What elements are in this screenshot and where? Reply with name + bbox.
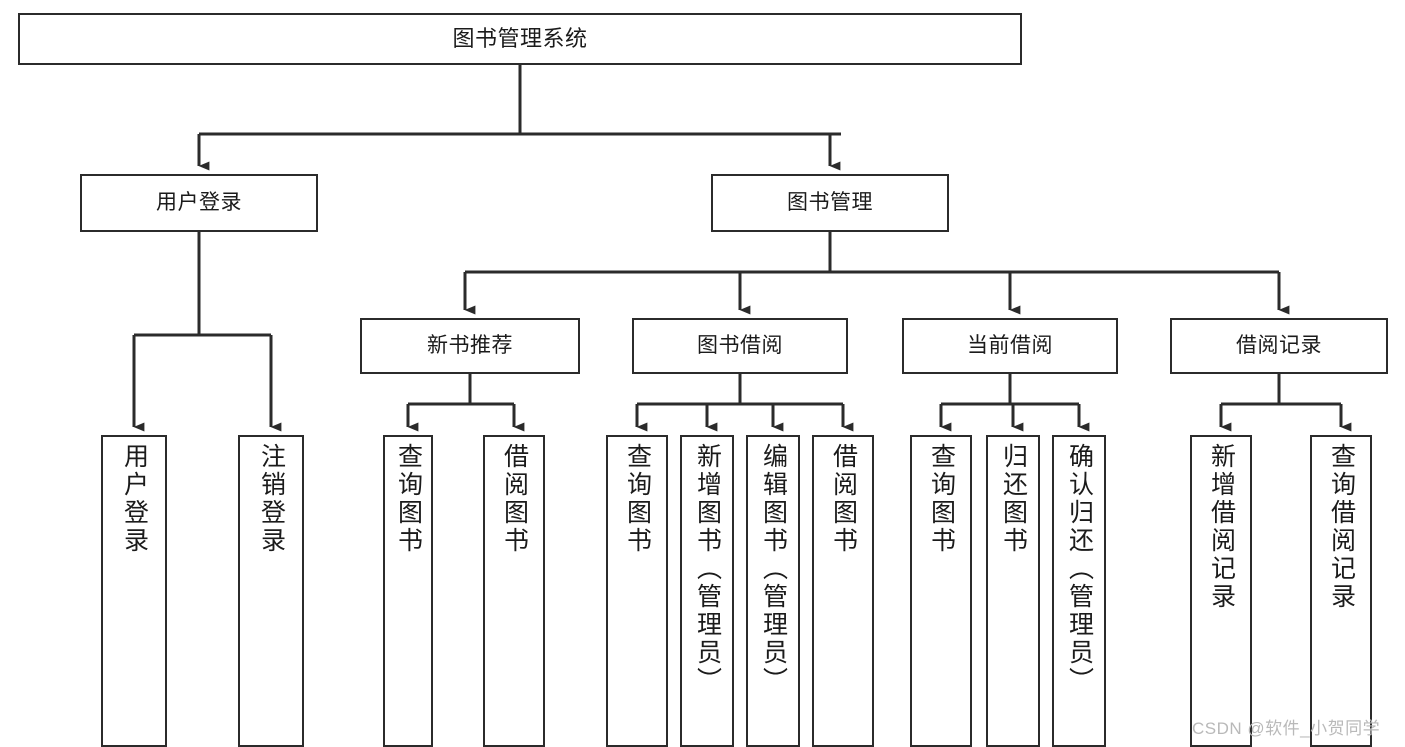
leaf-query-book-current[interactable]: 查询图书 <box>910 435 972 747</box>
leaf-add-book-admin[interactable]: 新增图书（管理员） <box>680 435 734 747</box>
node-user-login-label: 用户登录 <box>156 190 242 214</box>
leaf-edit-book-admin-label: 编辑图书（管理员） <box>759 443 788 695</box>
leaf-user-login[interactable]: 用户登录 <box>101 435 167 747</box>
leaf-query-book-borrow[interactable]: 查询图书 <box>606 435 668 747</box>
node-book-borrow-label: 图书借阅 <box>697 333 783 357</box>
node-root-label: 图书管理系统 <box>452 26 588 52</box>
leaf-confirm-return-admin-label: 确认归还（管理员） <box>1065 443 1094 695</box>
leaf-query-book-recommend[interactable]: 查询图书 <box>383 435 433 747</box>
leaf-add-borrow-record-label: 新增借阅记录 <box>1207 443 1236 611</box>
node-book-management[interactable]: 图书管理 <box>711 174 949 232</box>
leaf-query-borrow-record[interactable]: 查询借阅记录 <box>1310 435 1372 747</box>
leaf-borrow-book-recommend[interactable]: 借阅图书 <box>483 435 545 747</box>
leaf-query-book-current-label: 查询图书 <box>927 443 956 555</box>
node-current-borrow-label: 当前借阅 <box>967 333 1053 357</box>
leaf-borrow-book-recommend-label: 借阅图书 <box>500 443 529 555</box>
node-root[interactable]: 图书管理系统 <box>18 13 1022 65</box>
leaf-query-borrow-record-label: 查询借阅记录 <box>1327 443 1356 611</box>
leaf-add-borrow-record[interactable]: 新增借阅记录 <box>1190 435 1252 747</box>
leaf-borrow-book-label: 借阅图书 <box>829 443 858 555</box>
node-book-borrow[interactable]: 图书借阅 <box>632 318 848 374</box>
node-user-login[interactable]: 用户登录 <box>80 174 318 232</box>
node-new-book-recommend[interactable]: 新书推荐 <box>360 318 580 374</box>
leaf-user-login-label: 用户登录 <box>120 443 149 555</box>
node-book-management-label: 图书管理 <box>787 190 873 214</box>
leaf-add-book-admin-label: 新增图书（管理员） <box>693 443 722 695</box>
leaf-query-book-recommend-label: 查询图书 <box>394 443 423 555</box>
leaf-return-book-label: 归还图书 <box>999 443 1028 555</box>
leaf-logout[interactable]: 注销登录 <box>238 435 304 747</box>
node-borrow-record[interactable]: 借阅记录 <box>1170 318 1388 374</box>
leaf-confirm-return-admin[interactable]: 确认归还（管理员） <box>1052 435 1106 747</box>
node-new-book-recommend-label: 新书推荐 <box>427 333 513 357</box>
node-current-borrow[interactable]: 当前借阅 <box>902 318 1118 374</box>
leaf-query-book-borrow-label: 查询图书 <box>623 443 652 555</box>
leaf-return-book[interactable]: 归还图书 <box>986 435 1040 747</box>
leaf-borrow-book[interactable]: 借阅图书 <box>812 435 874 747</box>
leaf-logout-label: 注销登录 <box>257 443 286 555</box>
node-borrow-record-label: 借阅记录 <box>1236 333 1322 357</box>
leaf-edit-book-admin[interactable]: 编辑图书（管理员） <box>746 435 800 747</box>
csdn-watermark: CSDN @软件_小贺同学 <box>1192 719 1381 738</box>
